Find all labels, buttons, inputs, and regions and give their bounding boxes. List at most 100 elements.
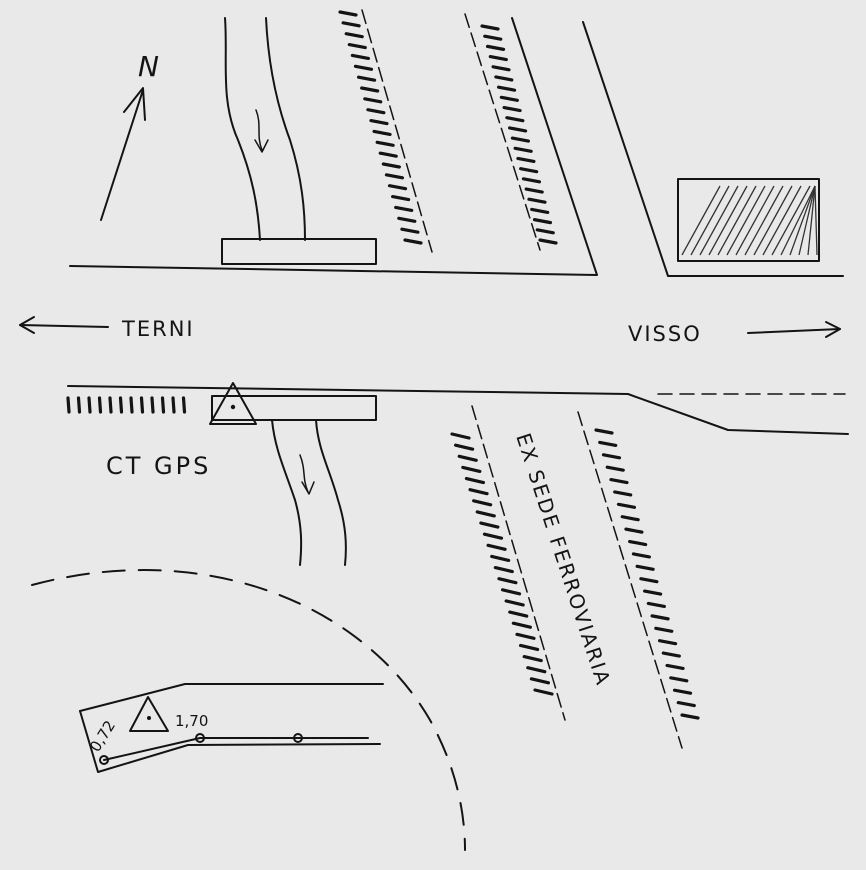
hatch-mark — [160, 396, 166, 414]
hatch-mark — [643, 589, 663, 596]
hatch-mark — [468, 488, 489, 496]
inset-measure-right: 1,70 — [175, 712, 208, 730]
dashed-boundary-curve — [31, 569, 466, 851]
hatch-mark — [508, 126, 528, 133]
hatch-mark — [369, 118, 389, 126]
upper-culvert — [221, 238, 377, 265]
north-label: N — [138, 50, 159, 83]
hatch-mark — [635, 564, 655, 571]
hatch-mark — [475, 510, 496, 518]
building-hatch-line — [753, 185, 793, 256]
hatch-mark — [347, 42, 367, 50]
railway-label: EX SEDE FERROVIARIA — [511, 430, 616, 689]
building-hatch-line — [814, 185, 818, 256]
hatch-mark — [680, 713, 700, 720]
hatch-mark — [66, 396, 71, 414]
hatch-mark — [499, 95, 519, 102]
building-hatch-line — [762, 185, 802, 256]
hatch-mark — [372, 129, 392, 137]
hatch-mark — [510, 136, 530, 143]
hatch-mark — [527, 197, 547, 204]
hatch-mark — [490, 554, 511, 563]
hatch-mark — [454, 443, 475, 451]
hatch-mark — [350, 53, 370, 61]
hatch-mark — [665, 663, 685, 671]
hatch-mark — [483, 34, 503, 41]
building-hatch-line — [681, 185, 721, 256]
hatch-mark — [76, 396, 82, 414]
hatch-mark — [532, 218, 553, 225]
lower-stream — [271, 419, 347, 566]
hatch-mark — [129, 396, 134, 414]
hatch-mark — [387, 184, 408, 191]
hatch-mark — [497, 577, 518, 585]
hatch-mark — [381, 162, 401, 169]
hatch-mark — [613, 490, 633, 497]
building-hatch-line — [807, 185, 816, 256]
hatch-mark — [403, 238, 423, 245]
hatch-mark — [482, 532, 504, 540]
hatch-mark — [485, 44, 506, 51]
hatch-mark — [672, 688, 693, 695]
road-edge-north-west — [69, 17, 598, 276]
hatch-mark — [360, 86, 380, 93]
hatch-mark — [375, 140, 395, 147]
hatch-mark — [620, 515, 640, 522]
embankment-railway-right — [577, 411, 700, 749]
station-label: CT GPS — [106, 452, 211, 480]
hatch-mark — [526, 666, 547, 674]
building-hatch-line — [735, 185, 775, 256]
road-edge-south — [67, 385, 849, 435]
hatch-mark — [479, 521, 500, 529]
hatch-mark — [505, 116, 525, 123]
hatch-mark — [616, 502, 637, 509]
hatch-mark — [394, 205, 414, 213]
hatch-mark — [344, 32, 364, 39]
hatch-mark — [522, 655, 543, 663]
hatch-mark — [356, 75, 377, 82]
hatch-mark — [524, 187, 544, 194]
hatch-mark — [378, 151, 398, 158]
hatch-mark — [464, 476, 486, 485]
hatch-mark — [488, 54, 508, 62]
building-hatch-line — [708, 185, 748, 256]
building-hatch-line — [789, 185, 816, 256]
embankment-railway-left — [450, 405, 566, 721]
hatch-mark — [461, 465, 482, 473]
east-direction: VISSO — [628, 321, 841, 346]
road-edge-north-east — [582, 21, 844, 277]
hatch-mark — [457, 454, 478, 462]
hatch-mark — [472, 499, 493, 507]
building — [677, 178, 820, 262]
hatch-mark — [521, 177, 542, 184]
building-hatch-line — [798, 185, 816, 256]
hatch-mark — [366, 108, 386, 115]
hatch-mark — [513, 146, 533, 153]
hatch-mark — [605, 465, 625, 472]
west-direction: TERNI — [19, 316, 195, 341]
hatch-mark — [450, 432, 471, 440]
hatch-mark — [511, 621, 532, 629]
hatch-mark — [338, 10, 358, 17]
hatch-mark — [508, 610, 529, 618]
visso-label: VISSO — [628, 322, 702, 346]
hatch-mark — [594, 428, 614, 435]
hatch-mark — [535, 228, 555, 235]
hatch-mark — [533, 688, 554, 696]
upper-stream — [224, 17, 306, 241]
hatch-mark — [353, 64, 374, 71]
hatch-mark — [504, 599, 525, 607]
hatch-mark — [518, 643, 540, 652]
hatch-mark — [341, 21, 361, 28]
hatch-mark — [639, 577, 659, 584]
inset-measure-left: 0,72 — [86, 717, 119, 755]
hatch-mark — [646, 601, 666, 609]
hatch-mark — [529, 677, 550, 685]
hatch-mark — [515, 632, 536, 640]
hatch-mark — [491, 65, 511, 72]
hatch-mark — [496, 85, 517, 92]
hatch-mark — [486, 543, 507, 551]
terni-label: TERNI — [121, 317, 195, 341]
hatch-mark — [139, 396, 145, 414]
